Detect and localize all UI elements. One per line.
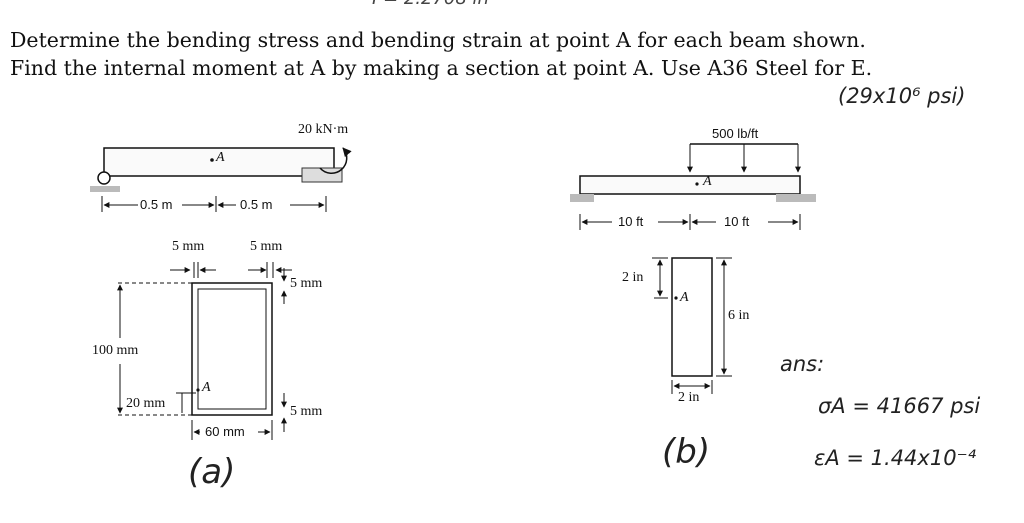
handwritten-e-value: (29x10⁶ psi)	[838, 84, 966, 108]
handwritten-stress-answer: σA = 41667 psi	[818, 394, 981, 418]
section-a-a-offset: 20 mm	[126, 396, 166, 411]
beam-a	[90, 147, 352, 212]
section-a-bottom-wall: 5 mm	[290, 404, 323, 419]
part-b-label: (b)	[662, 432, 711, 472]
problem-line-2: Find the internal moment at A by making …	[10, 56, 873, 80]
section-b-width: 2 in	[678, 390, 700, 405]
beam-b-point-label: A	[703, 174, 712, 189]
beam-b	[570, 143, 816, 230]
section-a-height: 100 mm	[92, 343, 139, 358]
problem-line-1: Determine the bending stress and bending…	[10, 28, 866, 52]
handwritten-strain-answer: εA = 1.44x10⁻⁴	[814, 446, 977, 470]
section-a-width: 60 mm	[205, 424, 245, 439]
part-a-label: (a)	[188, 452, 236, 492]
section-b-a-offset: 2 in	[622, 270, 644, 285]
beam-b-span-2: 10 ft	[724, 214, 750, 229]
section-a-wall-left: 5 mm	[172, 239, 205, 254]
beam-a-span-1: 0.5 m	[140, 197, 173, 212]
section-a-top-wall: 5 mm	[290, 276, 323, 291]
section-a-point-label: A	[202, 380, 211, 395]
beam-b-span-1: 10 ft	[618, 214, 644, 229]
beam-b-load-label: 500 lb/ft	[712, 126, 759, 141]
handwritten-ans-label: ans:	[780, 352, 825, 376]
section-a	[117, 262, 292, 440]
handwritten-scrap-top: I = 2.2708 in	[372, 0, 489, 9]
beam-a-point-label: A	[216, 150, 225, 165]
beam-a-moment-label: 20 kN·m	[298, 122, 349, 137]
section-b-point-label: A	[680, 290, 689, 305]
section-b-height: 6 in	[728, 308, 750, 323]
section-b	[652, 257, 732, 394]
beam-a-span-2: 0.5 m	[240, 197, 273, 212]
section-a-wall-right: 5 mm	[250, 239, 283, 254]
